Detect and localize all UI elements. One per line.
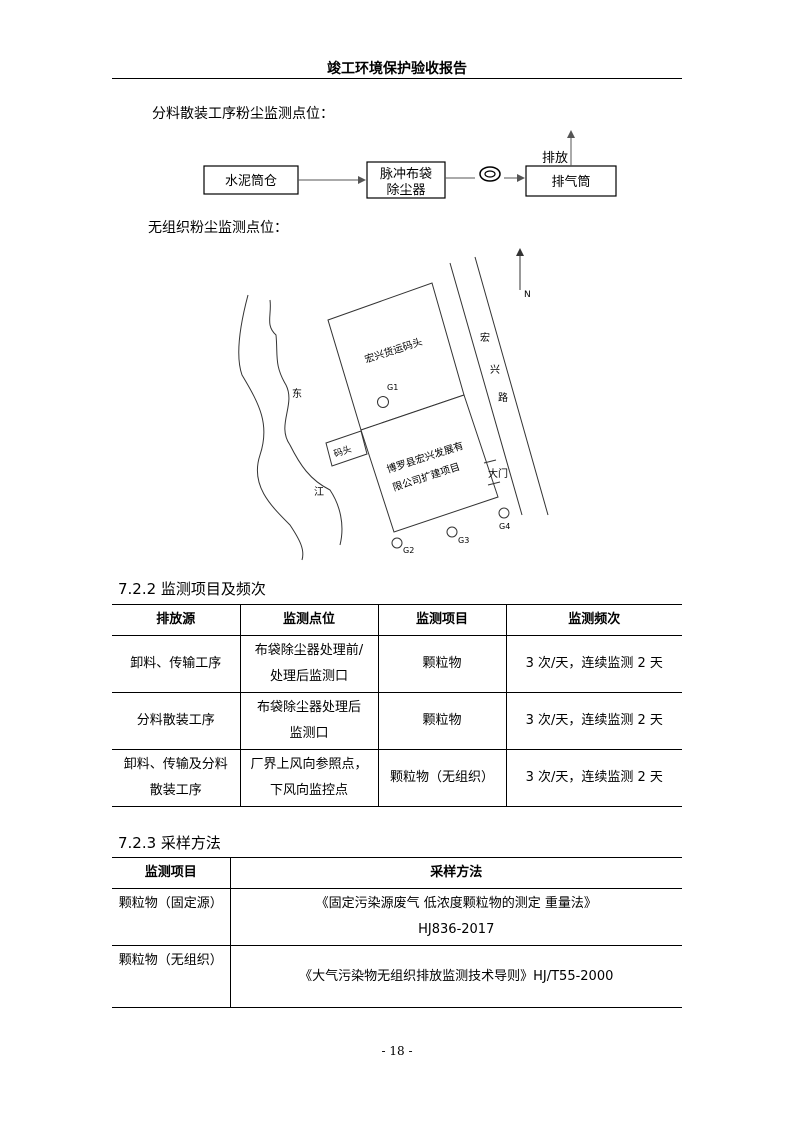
river-label-2: 江 [314, 486, 324, 498]
cell-frequency: 3 次/天，连续监测 2 天 [505, 749, 682, 807]
pier-label: 码头 [333, 444, 354, 460]
road-line-west [449, 262, 523, 516]
table-row: 颗粒物（无组织） 《大气污染物无组织排放监测技术导则》HJ/T55-2000 [112, 945, 682, 1008]
site-map: N 东 江 宏 兴 路 宏兴货运码头 博罗县宏兴发展有 限公司扩建项目 码头 大… [238, 248, 549, 561]
cell-point: 布袋除尘器处理后监测口 [239, 692, 379, 750]
table-row: 分料散装工序 布袋除尘器处理后监测口 颗粒物 3 次/天，连续监测 2 天 [112, 692, 682, 750]
river-bank-west [238, 294, 304, 561]
north-label: N [524, 290, 531, 300]
flow-box-stack-label: 排气筒 [551, 174, 590, 190]
map-caption: 无组织粉尘监测点位： [148, 220, 288, 236]
road-line-east [474, 256, 549, 516]
report-header-title: 竣工环境保护验收报告 [327, 61, 467, 77]
gate-label: 大门 [488, 467, 508, 480]
monitor-point-g4 [498, 507, 510, 519]
gate-mark-2 [487, 481, 501, 486]
header-divider [112, 78, 682, 79]
river-bank-east [269, 299, 343, 546]
cell-point: 厂界上风向参照点，下风向监控点 [239, 749, 379, 807]
col-header-method: 采样方法 [229, 857, 682, 889]
monitor-point-g2-label: G2 [403, 546, 414, 555]
table-row: 卸料、传输及分料散装工序 厂界上风向参照点，下风向监控点 颗粒物（无组织） 3 … [112, 749, 682, 807]
cell-point: 布袋除尘器处理前/处理后监测口 [239, 635, 379, 693]
monitoring-items-table: 排放源 监测点位 监测项目 监测频次 卸料、传输工序 布袋除尘器处理前/处理后监… [112, 604, 682, 807]
col-header-frequency: 监测频次 [505, 604, 682, 636]
cell-method: 《大气污染物无组织排放监测技术导则》HJ/T55-2000 [229, 945, 682, 1008]
road-label-3: 路 [498, 391, 508, 404]
cell-source: 卸料、传输工序 [112, 635, 241, 693]
exhaust-arrow-head [567, 130, 575, 138]
monitor-point-g3 [446, 526, 458, 538]
table-row: 颗粒物（固定源） 《固定污染源废气 低浓度颗粒物的测定 重量法》HJ836-20… [112, 888, 682, 946]
monitor-point-g4-label: G4 [499, 522, 510, 531]
flow-box-silo-label: 水泥筒仓 [225, 173, 277, 189]
flow-box-stack [525, 165, 617, 197]
cell-frequency: 3 次/天，连续监测 2 天 [505, 635, 682, 693]
table-row: 卸料、传输工序 布袋除尘器处理前/处理后监测口 颗粒物 3 次/天，连续监测 2… [112, 635, 682, 693]
flow-box-dust-collector [366, 161, 446, 199]
flow-box-dust-collector-label-2: 除尘器 [386, 183, 425, 198]
monitor-point-g3-label: G3 [458, 536, 469, 545]
section-722-heading: 7.2.2 监测项目及频次 [118, 580, 266, 598]
project-area [360, 394, 499, 533]
cell-frequency: 3 次/天，连续监测 2 天 [505, 692, 682, 750]
page-number: - 18 - [381, 1044, 413, 1058]
sampling-point-icon [479, 166, 501, 182]
pier-area [325, 430, 368, 467]
monitor-point-g1 [377, 396, 389, 408]
col-header-source: 排放源 [112, 604, 241, 636]
table-header-row: 排放源 监测点位 监测项目 监测频次 [112, 604, 682, 636]
sampling-method-table: 监测项目 采样方法 颗粒物（固定源） 《固定污染源废气 低浓度颗粒物的测定 重量… [112, 857, 682, 1008]
monitor-point-g1-label: G1 [387, 383, 398, 392]
cell-item: 颗粒物 [377, 635, 507, 693]
road-label-2: 兴 [490, 364, 500, 376]
cell-source: 分料散装工序 [112, 692, 241, 750]
exhaust-label: 排放 [542, 151, 568, 166]
flow-box-silo [203, 165, 299, 195]
flow-box-dust-collector-label-1: 脉冲布袋 [380, 167, 432, 182]
gate-mark-1 [483, 459, 497, 464]
section-723-heading: 7.2.3 采样方法 [118, 834, 221, 852]
table-header-row: 监测项目 采样方法 [112, 857, 682, 889]
flow-caption: 分料散装工序粉尘监测点位： [152, 106, 334, 122]
flow-diagram: 水泥筒仓 脉冲布袋 除尘器 排气筒 排放 [203, 130, 617, 199]
road-label-1: 宏 [480, 331, 490, 344]
cell-method: 《固定污染源废气 低浓度颗粒物的测定 重量法》HJ836-2017 [229, 888, 682, 946]
river-label-1: 东 [292, 387, 302, 400]
cell-item: 颗粒物（无组织） [112, 945, 231, 1008]
flow-arrow-1-head [358, 176, 366, 184]
col-header-item: 监测项目 [112, 857, 231, 889]
cell-item: 颗粒物 [377, 692, 507, 750]
cell-source: 卸料、传输及分料散装工序 [112, 749, 241, 807]
cell-item: 颗粒物（无组织） [377, 749, 507, 807]
flow-arrow-2-head [517, 174, 525, 182]
monitor-point-g2 [391, 537, 403, 549]
cell-item: 颗粒物（固定源） [112, 888, 231, 946]
col-header-item: 监测项目 [377, 604, 507, 636]
col-header-point: 监测点位 [239, 604, 379, 636]
